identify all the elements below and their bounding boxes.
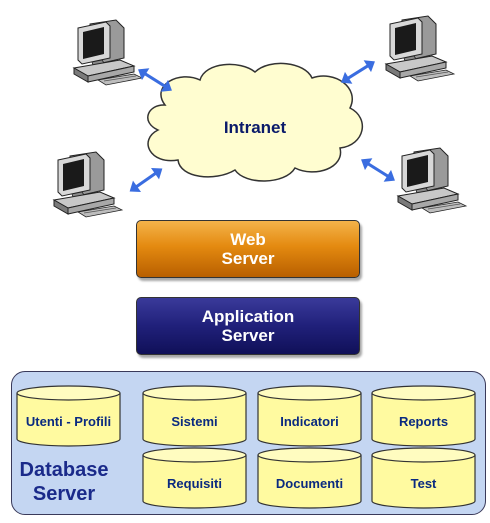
database-server-line1: Database <box>19 459 109 481</box>
database-cylinder <box>257 385 362 447</box>
database-name-label: Reports <box>398 413 449 429</box>
application-server-line1: Application <box>201 307 295 326</box>
database-cylinder <box>371 385 476 447</box>
database-cylinder <box>257 447 362 509</box>
database-name-label: Documenti <box>275 475 344 491</box>
database-server-line2: Server <box>32 483 96 505</box>
database-cylinder <box>371 447 476 509</box>
database-name-label: Indicatori <box>280 413 339 429</box>
intranet-cloud <box>147 62 364 182</box>
application-server-box: Application Server <box>136 297 360 355</box>
web-server-line2: Server <box>221 249 275 268</box>
database-name-label: Sistemi <box>171 413 218 429</box>
database-name-label: Requisiti <box>167 475 222 491</box>
web-server-line1: Web <box>230 230 266 249</box>
application-server-line2: Server <box>221 326 275 345</box>
database-name-label: Utenti - Profili <box>25 413 112 429</box>
database-server-label: Database Server <box>14 458 114 506</box>
database-cylinder <box>142 385 247 447</box>
database-cylinder <box>16 385 121 447</box>
intranet-label: Intranet <box>223 118 287 137</box>
database-name-label: Test <box>410 475 437 491</box>
database-cylinder <box>142 447 247 509</box>
web-server-box: Web Server <box>136 220 360 278</box>
